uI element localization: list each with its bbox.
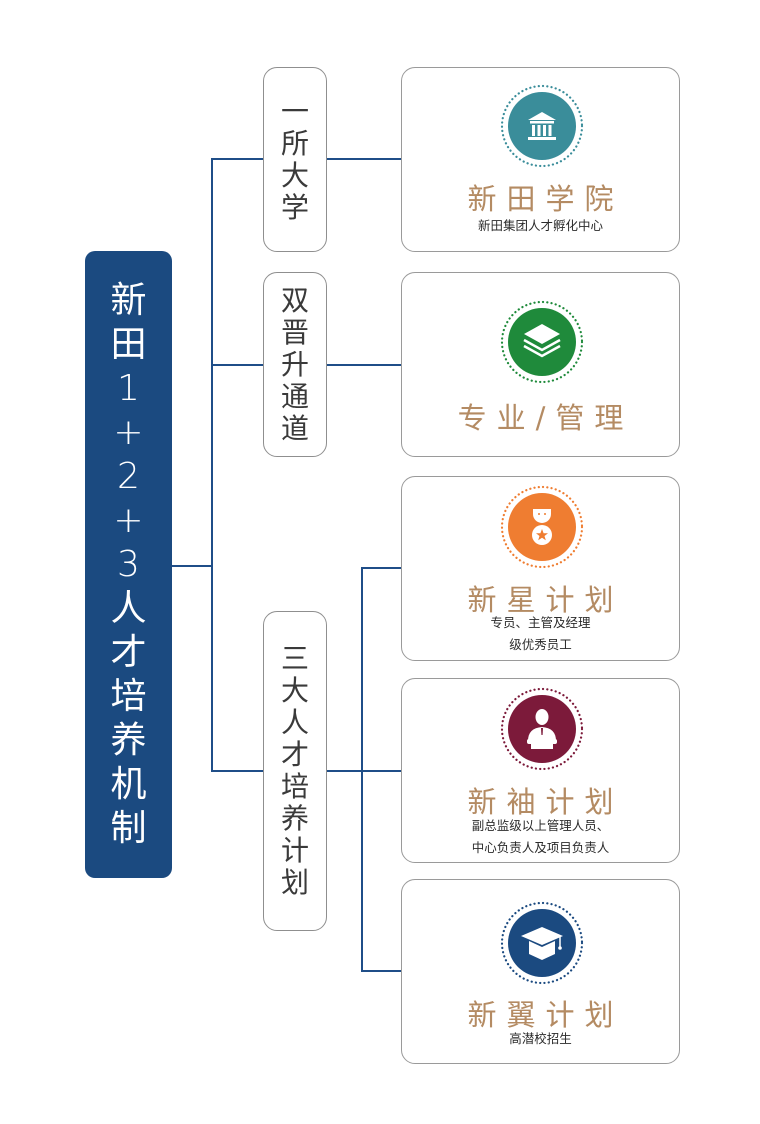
vertical-label-char: 2 — [117, 455, 140, 497]
connector-to-card3 — [361, 567, 401, 569]
vertical-label-char: 晋 — [280, 315, 309, 349]
vertical-label-char: 大 — [280, 158, 309, 192]
vertical-label-char: 1 — [117, 367, 140, 409]
vertical-label-char: 人 — [110, 587, 147, 629]
vertical-label-char: 划 — [280, 866, 309, 899]
connector-branch2-card2 — [327, 364, 401, 366]
vertical-label-char: 养 — [280, 802, 309, 835]
vertical-label-char: 才 — [110, 631, 147, 673]
vertical-label-char: 3 — [117, 543, 140, 585]
medal-star-icon — [500, 485, 584, 569]
speaker-podium-icon — [500, 687, 584, 771]
vertical-label-char: 机 — [110, 763, 147, 805]
vertical-label-char: 才 — [280, 738, 309, 771]
vertical-label-char: 所 — [280, 126, 309, 160]
vertical-label-char: 培 — [110, 675, 147, 717]
layers-stack-icon — [500, 300, 584, 384]
card-new-wing-plan: 新翼计划 高潜校招生 — [401, 879, 680, 1064]
card-title: 新翼计划 — [467, 998, 624, 1032]
connector-branch1-card1 — [327, 158, 401, 160]
vertical-label-char: 培 — [280, 770, 309, 803]
vertical-label-char: 通 — [280, 379, 309, 413]
vertical-label-char: 人 — [280, 706, 309, 739]
card-subtitle: 高潜校招生 — [509, 1031, 572, 1046]
card-subtitle: 新田集团人才孵化中心 — [477, 218, 603, 233]
card-subtitle-line-1: 副总监级以上管理人员、 — [471, 818, 610, 833]
university-building-icon — [500, 84, 584, 168]
branch-node-three-plans: 三大人才培养计划 — [263, 611, 327, 931]
branch-node-university: 一所大学 — [263, 67, 327, 252]
connector-root-out — [172, 565, 212, 567]
vertical-label-char: 新 — [110, 279, 147, 321]
connector-to-branch-1 — [211, 158, 263, 160]
vertical-label-char: 养 — [110, 719, 147, 761]
vertical-label-char: + — [113, 499, 144, 541]
card-title: 新袖计划 — [467, 785, 624, 819]
connector-trunk — [211, 158, 213, 772]
vertical-label-char: 计 — [280, 834, 309, 867]
card-title: 新星计划 — [467, 583, 624, 617]
branch-node-dual-promotion: 双晋升通道 — [263, 272, 327, 457]
vertical-label-char: 田 — [110, 323, 147, 365]
card-professional-management: 专业/管理 — [401, 272, 680, 457]
vertical-label-char: 道 — [280, 411, 309, 445]
vertical-label-char: 一 — [280, 94, 309, 128]
card-subtitle-line-2: 级优秀员工 — [509, 637, 572, 652]
card-new-sleeve-plan: 新袖计划 副总监级以上管理人员、 中心负责人及项目负责人 — [401, 678, 680, 863]
card-title: 新田学院 — [467, 182, 624, 216]
vertical-label-char: 升 — [280, 347, 309, 381]
connector-to-branch-3 — [211, 770, 263, 772]
vertical-label-char: 大 — [280, 674, 309, 707]
card-subtitle-line-1: 专员、主管及经理 — [490, 615, 591, 630]
card-title: 专业/管理 — [457, 401, 634, 435]
card-xintian-academy: 新田学院 新田集团人才孵化中心 — [401, 67, 680, 252]
connector-plan-trunk — [361, 567, 363, 972]
connector-branch3-out — [327, 770, 401, 772]
vertical-label-char: 三 — [280, 642, 309, 675]
graduation-cap-icon — [500, 901, 584, 985]
card-subtitle-line-2: 中心负责人及项目负责人 — [471, 840, 610, 855]
vertical-label-char: 学 — [280, 190, 309, 224]
vertical-label-char: + — [113, 411, 144, 453]
card-new-star-plan: 新星计划 专员、主管及经理 级优秀员工 — [401, 476, 680, 661]
connector-to-branch-2 — [211, 364, 263, 366]
vertical-label-char: 制 — [110, 807, 147, 849]
vertical-label-char: 双 — [280, 283, 309, 317]
connector-to-card5 — [361, 970, 401, 972]
